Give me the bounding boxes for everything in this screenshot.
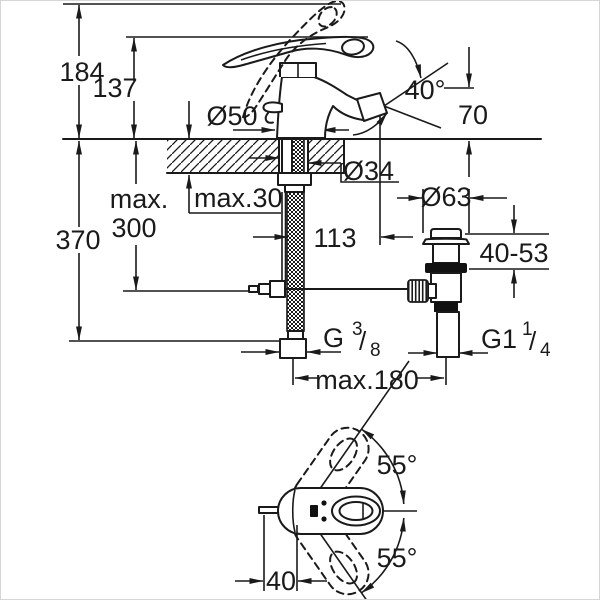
supply-thread-sup: 3 [352,319,363,340]
base-diameter-label: Ø50 [206,101,257,131]
swing-angle-lower-label: 55° [377,543,418,573]
spout-reach-label: 113 [313,223,356,253]
swing-lower-diagonal-line [309,518,367,599]
hole-diameter-label: Ø34 [343,156,394,186]
main-view-labels: 184 137 370 max. 300 max.30 Ø50 Ø34 113 … [55,57,551,395]
waste-thread-slash: / [529,326,537,356]
spout-angle-lower-arrow [352,112,388,136]
swing-upper-diagonal-line [309,360,410,504]
waste-gasket [425,263,467,273]
swing-angle-upper-label: 55° [377,450,418,480]
waste-thread-base: G1 [481,324,517,354]
handle-dot-top [321,500,327,506]
spout-angle-upper-arrow [395,40,422,79]
under-deck-plumbing [248,138,409,359]
spout-angle-lower-line [383,105,442,129]
pop-up-pull-rod-handle [262,101,283,114]
handle-cap-seam [291,489,296,533]
faucet-body-group [222,1,388,139]
swing-lower-arc [360,517,406,594]
rod-tip [248,285,259,293]
deck-hatch-right [308,139,344,173]
spout-height-label: 70 [458,100,488,130]
waste-plug-cap [430,228,462,239]
threaded-rod [291,138,305,174]
waste-flange [422,237,470,245]
adjusting-knurled-knob [407,279,429,303]
spout-angle-upper-line [383,62,449,107]
dim-max300-word: max. [110,184,169,214]
dim-370-label: 370 [55,225,100,255]
lever-handle-solid [222,35,375,69]
flex-hose-braid [286,191,305,332]
rod-joint-small [258,283,271,295]
waste-seal-band [434,302,458,312]
max-span-label: max.180 [315,365,419,395]
spout-angle-label: 40° [405,75,446,105]
waste-thread-label: G1 1 / 4 [481,319,551,361]
deck [166,138,345,174]
dim-max30-label: max.30 [194,183,283,213]
dim-137-label: 137 [92,73,137,103]
raised-lever-outline [242,1,346,119]
handle-ring-inner [338,501,374,521]
raised-lever-ring [317,6,338,28]
flange-diameter-label: Ø63 [420,182,471,212]
lever-end-ring [341,38,365,56]
dim-max300-value: 300 [111,213,156,243]
mounting-nut [277,172,312,186]
waste-upper-body [432,243,460,264]
waste-thread-sup: 1 [522,319,533,340]
hose-g38-connector [279,338,307,359]
mounting-shank [281,138,293,174]
hose-collar [287,330,304,340]
rod-joint-large [269,280,286,298]
supply-thread-base: G [323,323,344,353]
aerator-spout-outlet [356,92,388,122]
main-view: 184 137 370 max. 300 max.30 Ø50 Ø34 113 … [55,1,551,395]
waste-tailpiece [436,311,460,358]
rod-offset-label: 40 [266,566,296,596]
faucet-body-outline [276,76,368,139]
rod-connector [427,283,437,299]
bottom-view: 55° 55° 40 [235,360,417,599]
swing-upper-arc [360,428,406,505]
handle-dot-bottom [321,516,327,522]
deck-hatch-left [167,139,279,173]
supply-thread-slash: / [359,326,367,356]
waste-thread-sub: 4 [540,340,551,361]
supply-thread-sub: 8 [370,340,381,361]
mounting-washer [284,184,305,193]
pop-up-waste-group [407,228,470,358]
waste-height-label: 40-53 [479,238,548,268]
rod-offset-dimension [235,515,327,591]
swing-angle-geometry [309,360,417,599]
handle-index-mark [310,505,318,517]
pop-up-rod-vertical [281,192,287,285]
handle-plan-group [258,487,384,535]
lever-handle-raised-dashed [242,1,346,119]
supply-thread-label: G 3 / 8 [323,319,381,361]
handle-front-pin [258,506,280,514]
bottom-view-labels: 55° 55° 40 [266,450,417,596]
dim-184-label: 184 [59,57,104,87]
pop-up-pull-rod-hook [264,112,274,124]
